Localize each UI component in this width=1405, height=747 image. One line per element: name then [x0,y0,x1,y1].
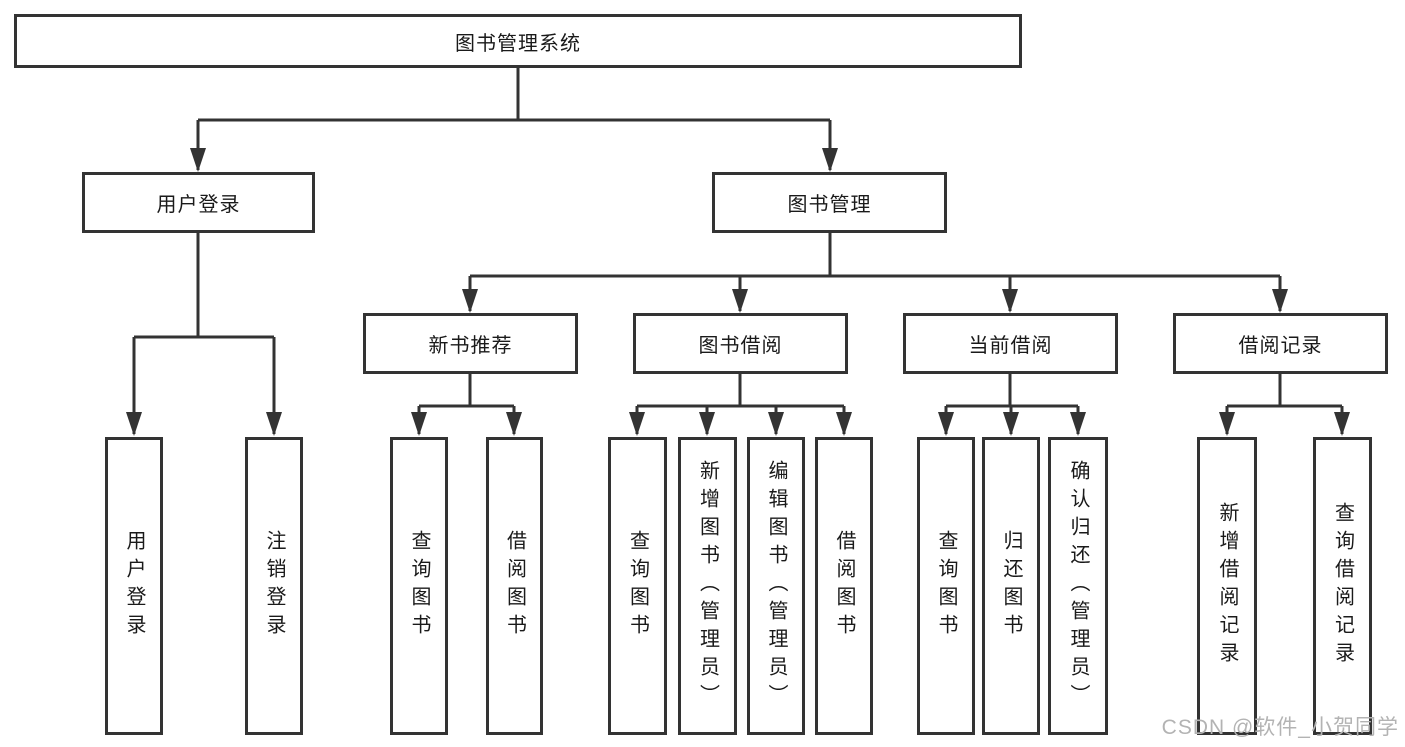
node-borrowing-records: 借阅记录 [1173,313,1388,374]
node-label: 用户登录 [156,194,241,216]
node-label: 新书推荐 [428,335,513,357]
leaf-user-login: 用户登录 [105,437,163,735]
leaf-borrow-books: 借阅图书 [486,437,543,735]
node-book-management: 图书管理 [712,172,947,233]
leaf-query-borrow-record: 查询借阅记录 [1313,437,1372,735]
node-label: 查询借阅记录 [1331,502,1354,670]
node-label: 当前借阅 [968,335,1053,357]
node-label: 查询图书 [935,530,957,642]
leaf-logout: 注销登录 [245,437,303,735]
node-book-borrowing: 图书借阅 [633,313,848,374]
leaf-return-books: 归还图书 [982,437,1040,735]
node-label: 查询图书 [408,530,430,642]
node-label: 借阅图书 [503,530,526,642]
node-new-book-recommendation: 新书推荐 [363,313,578,374]
leaf-add-borrow-record: 新增借阅记录 [1197,437,1257,735]
node-label: 图书管理 [787,194,872,216]
leaf-edit-books-admin: 编辑图书（管理员） [747,437,805,735]
node-label: 用户登录 [123,530,145,642]
node-label: 图书借阅 [698,335,783,357]
leaf-query-books: 查询图书 [608,437,667,735]
node-current-borrowing: 当前借阅 [903,313,1118,374]
node-label: 图书管理系统 [455,32,581,55]
node-library-management-system: 图书管理系统 [14,14,1022,68]
node-label: 借阅图书 [833,530,855,642]
leaf-query-books: 查询图书 [917,437,975,735]
node-label: 借阅记录 [1238,335,1323,357]
node-label: 查询图书 [626,530,649,642]
node-label: 新增借阅记录 [1216,502,1238,670]
node-label: 确认归还（管理员） [1067,460,1089,712]
node-label: 注销登录 [263,530,285,642]
node-label: 编辑图书（管理员） [765,460,787,712]
node-label: 新增图书（管理员） [696,460,719,712]
leaf-query-books: 查询图书 [390,437,448,735]
leaf-borrow-books: 借阅图书 [815,437,873,735]
node-user-login: 用户登录 [82,172,315,233]
leaf-confirm-return-admin: 确认归还（管理员） [1048,437,1108,735]
leaf-add-books-admin: 新增图书（管理员） [678,437,737,735]
node-label: 归还图书 [1000,530,1022,642]
